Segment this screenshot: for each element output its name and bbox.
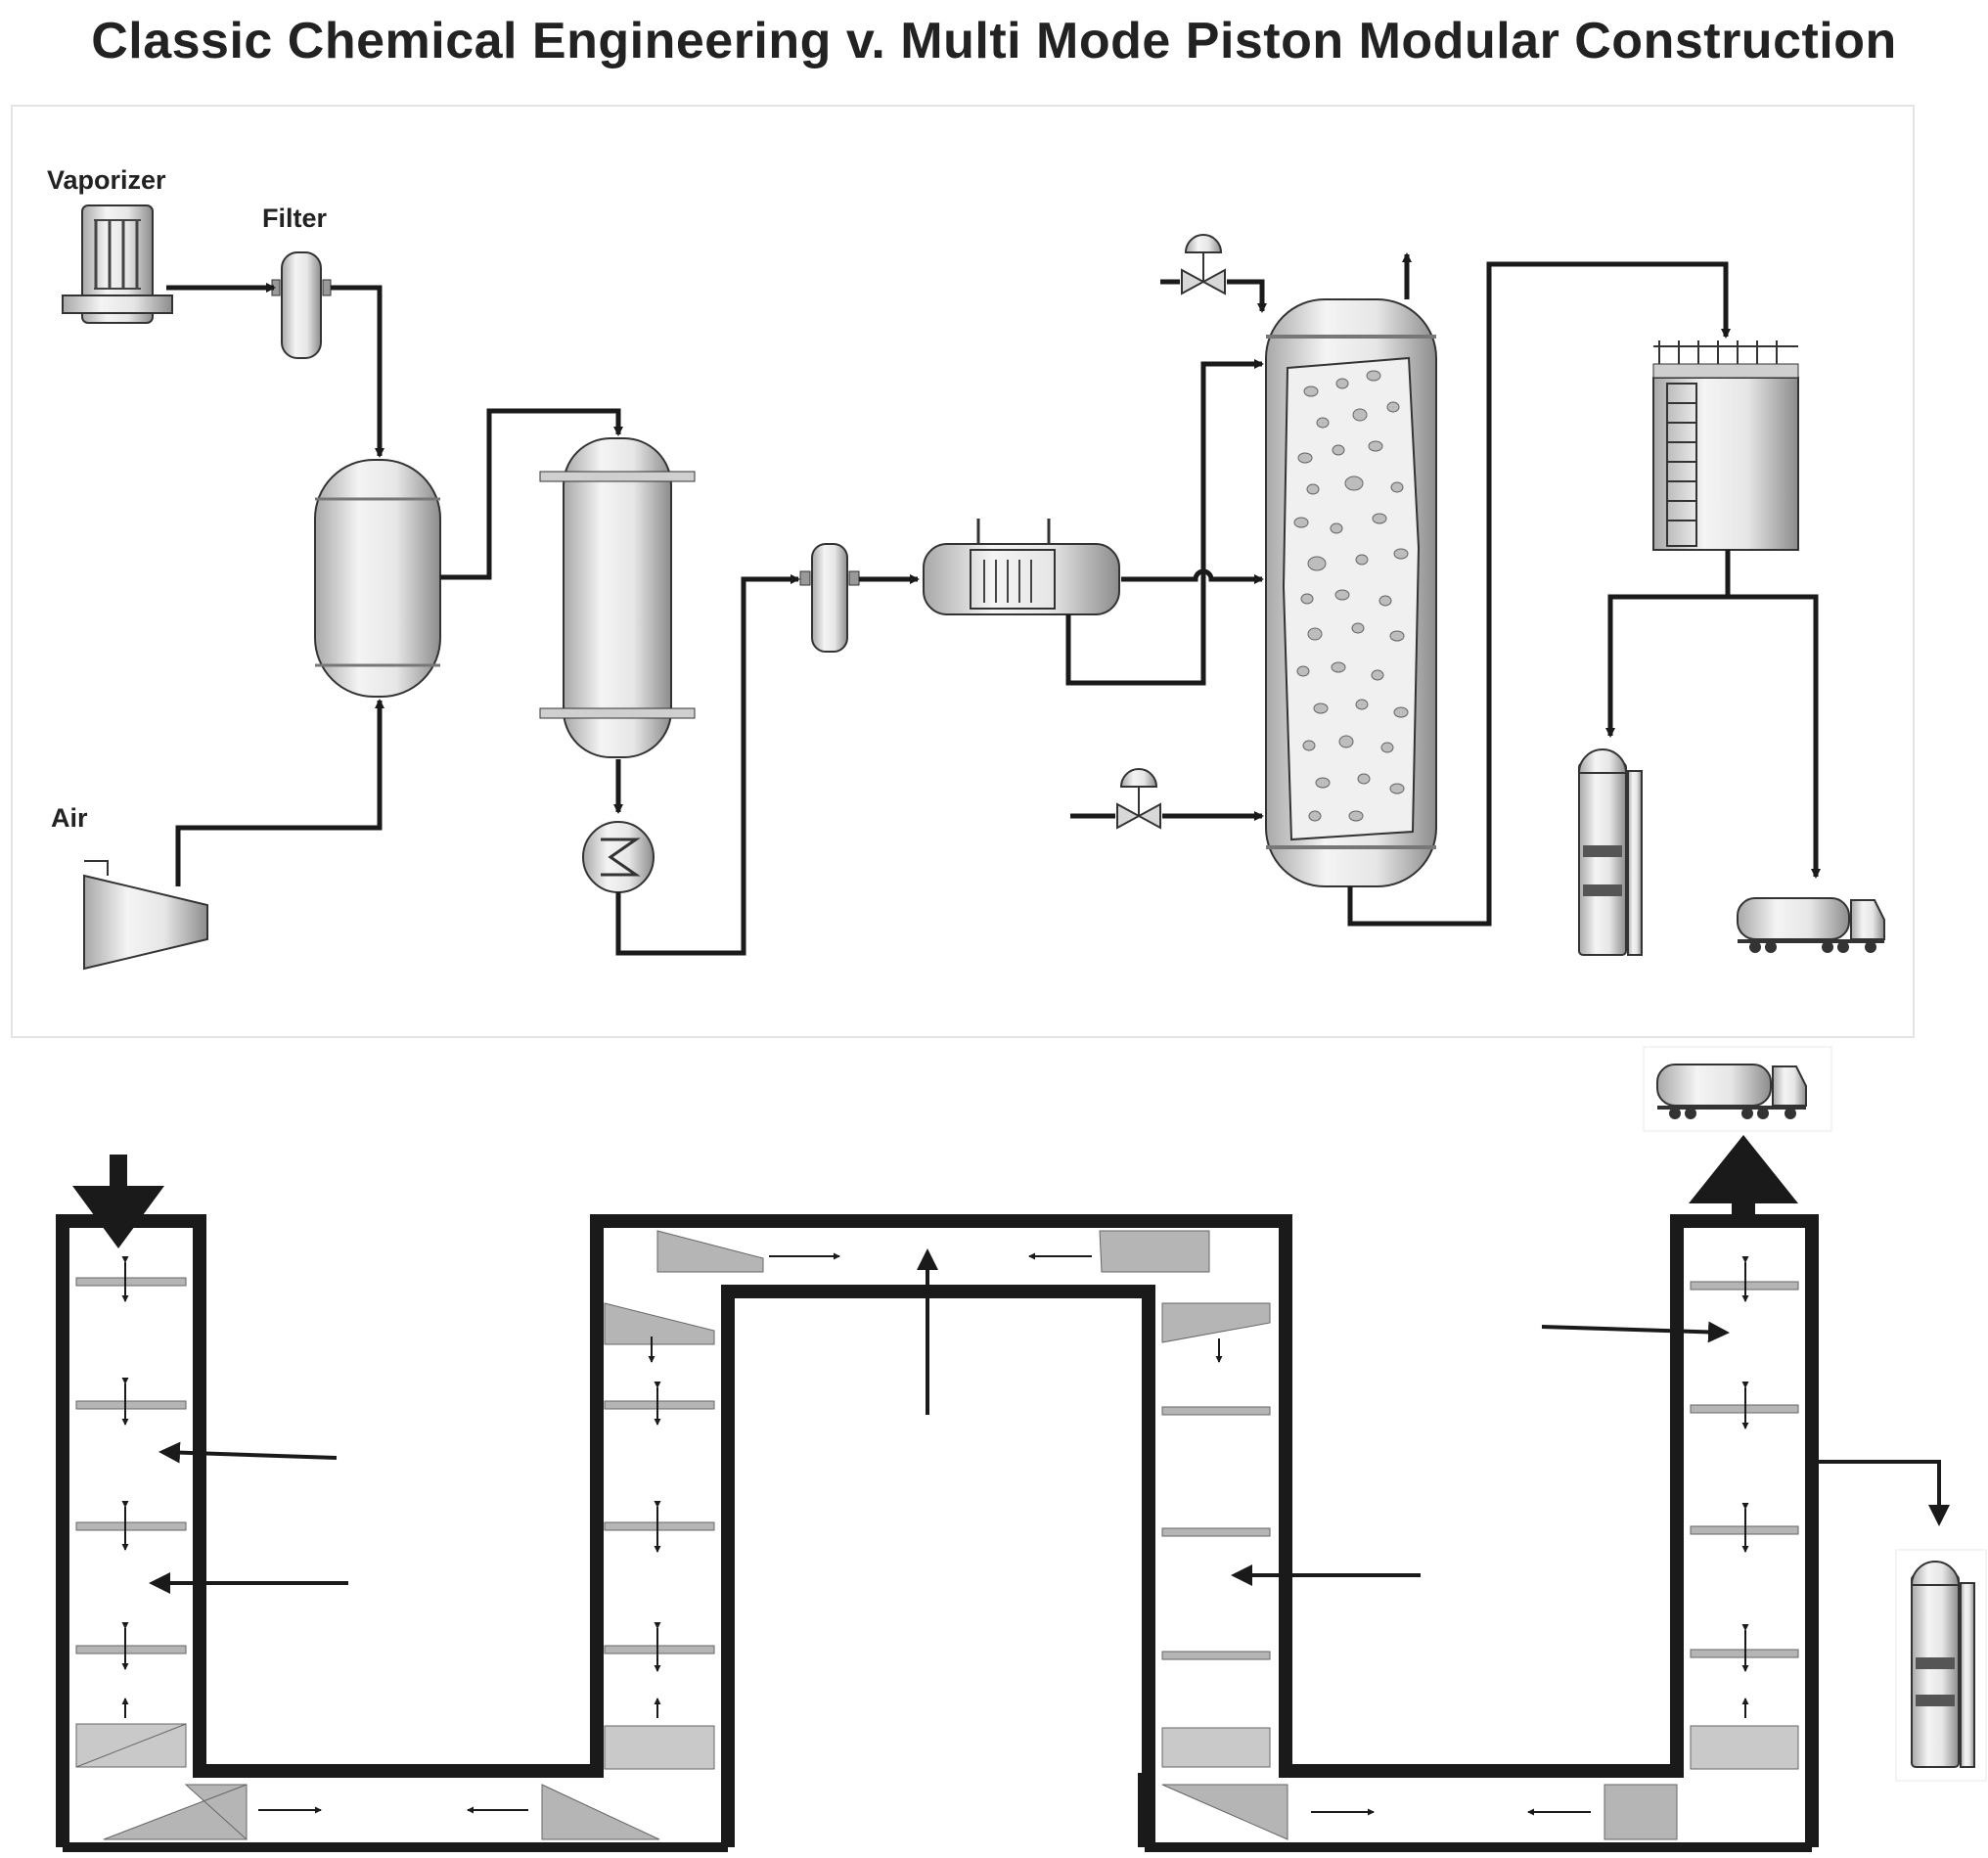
air-label: Air	[51, 803, 88, 833]
heat-exchanger-icon	[582, 821, 655, 893]
storage-tank-icon	[1652, 340, 1799, 551]
column-icon	[539, 437, 696, 758]
tanker-truck-icon	[1643, 1046, 1832, 1132]
process-lines	[166, 252, 1821, 956]
shell-tube-exchanger-icon	[923, 519, 1120, 615]
vessel-icon	[314, 459, 441, 698]
air-compressor-icon	[83, 860, 208, 971]
filter-icon	[271, 251, 332, 359]
vaporizer-label: Vaporizer	[47, 165, 166, 195]
modular-piston-diagram	[56, 1135, 1950, 1852]
separator-icon	[799, 543, 860, 653]
reactor-icon	[1265, 298, 1437, 887]
inlet-arrow-icon	[72, 1155, 164, 1248]
tanker-truck-icon	[1737, 897, 1885, 953]
control-valve-icon	[1181, 234, 1226, 295]
outlet-arrow-icon	[1689, 1135, 1798, 1221]
module-inner-wall	[721, 1285, 1155, 1847]
control-valve-icon	[1116, 768, 1161, 830]
page-title: Classic Chemical Engineering v. Multi Mo…	[91, 13, 1897, 69]
module-left-wall	[56, 1214, 1819, 1847]
tower-icon	[1895, 1549, 1987, 1782]
tower-icon	[1577, 748, 1643, 956]
filter-label: Filter	[262, 204, 328, 233]
vaporizer-icon	[62, 204, 173, 324]
